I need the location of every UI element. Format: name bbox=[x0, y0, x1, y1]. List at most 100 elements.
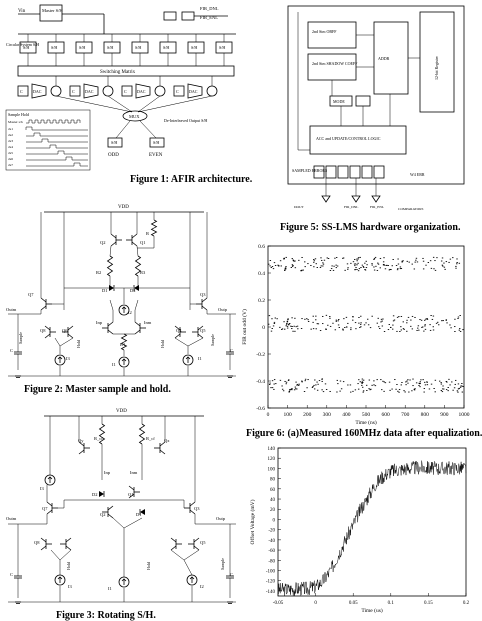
figure-3-schematic: VDD Qy R_cf R_cf Qx Inp Inm D2 Q1 Q2 D1 … bbox=[6, 409, 236, 604]
data-point bbox=[454, 326, 456, 328]
y-tick-label: -0.2 bbox=[256, 352, 265, 358]
clock-label: ck1 bbox=[8, 127, 13, 131]
data-point bbox=[406, 380, 408, 382]
data-point bbox=[462, 386, 464, 387]
data-point bbox=[434, 379, 437, 381]
data-point bbox=[283, 321, 285, 323]
data-point bbox=[402, 321, 404, 323]
x-tick-label: 0 bbox=[267, 412, 270, 418]
mode-label: MODE bbox=[333, 99, 345, 104]
data-point bbox=[409, 379, 411, 381]
multiplier-circle bbox=[102, 85, 114, 97]
data-point bbox=[322, 315, 324, 317]
data-point bbox=[361, 264, 364, 266]
data-point bbox=[332, 269, 335, 271]
data-point bbox=[396, 330, 398, 332]
c-label: C bbox=[176, 89, 179, 94]
x-tick-label: 500 bbox=[362, 412, 371, 418]
x-tick-label: 0.2 bbox=[463, 601, 470, 606]
data-point bbox=[344, 269, 346, 271]
dac-label: DAC bbox=[85, 89, 94, 94]
data-point bbox=[274, 265, 277, 266]
wire bbox=[136, 245, 139, 257]
data-point bbox=[310, 328, 312, 330]
sh-label: S/H bbox=[79, 45, 85, 50]
current-source-i2 bbox=[186, 574, 198, 586]
data-point bbox=[335, 319, 338, 321]
data-point bbox=[329, 325, 332, 327]
y-tick-label: 0 bbox=[262, 325, 265, 331]
data-point bbox=[268, 263, 270, 265]
data-point bbox=[300, 270, 303, 272]
data-point bbox=[373, 258, 376, 259]
data-point bbox=[285, 381, 288, 383]
data-point bbox=[438, 324, 440, 326]
data-point bbox=[284, 270, 286, 271]
plot-frame bbox=[277, 447, 467, 597]
y-tick-label: -80 bbox=[268, 559, 275, 564]
data-point bbox=[354, 265, 356, 267]
data-point bbox=[272, 268, 275, 270]
w4-err-label: W4 ERR bbox=[410, 172, 425, 177]
current-source-top-left bbox=[44, 474, 56, 486]
data-point bbox=[302, 269, 304, 271]
multiplier-circle bbox=[206, 85, 218, 97]
inm-label: Inm bbox=[130, 470, 138, 475]
rcf-label-right: R_cf bbox=[146, 436, 155, 441]
data-point bbox=[358, 322, 360, 324]
hold-label-right: Hold bbox=[146, 562, 151, 570]
data-point bbox=[385, 264, 387, 266]
data-point bbox=[365, 267, 368, 269]
data-point bbox=[269, 260, 272, 261]
data-point bbox=[368, 388, 370, 390]
hold-label-right: Hold bbox=[160, 340, 165, 348]
data-point bbox=[285, 256, 287, 258]
data-point bbox=[312, 386, 314, 387]
data-point bbox=[358, 379, 360, 381]
sh-block-top-2 bbox=[181, 11, 195, 21]
data-point bbox=[320, 259, 323, 261]
data-point bbox=[420, 379, 422, 381]
data-point bbox=[360, 326, 362, 328]
data-point bbox=[289, 389, 291, 391]
data-point bbox=[358, 317, 360, 318]
y-tick-label: 40 bbox=[270, 498, 276, 503]
data-point bbox=[334, 257, 336, 259]
data-point bbox=[291, 265, 294, 267]
data-point bbox=[283, 257, 286, 259]
data-point bbox=[423, 330, 425, 332]
data-point bbox=[307, 319, 309, 321]
c-label: C bbox=[20, 89, 23, 94]
data-point bbox=[357, 388, 360, 390]
x-tick-label: 0.15 bbox=[424, 601, 433, 606]
data-point bbox=[403, 328, 405, 330]
fir-enl-input-label: FIR_ENL bbox=[370, 205, 384, 209]
clock-timing-diagram: Sample Hold Master s/h ck1ck2ck3ck4ck5ck… bbox=[5, 109, 91, 171]
data-point bbox=[462, 329, 464, 331]
block-a-label: 2nd Sim OBFF bbox=[312, 29, 337, 34]
data-point bbox=[271, 380, 274, 382]
data-point bbox=[357, 257, 360, 259]
data-point bbox=[311, 387, 314, 388]
data-point bbox=[411, 328, 414, 330]
data-point bbox=[441, 388, 444, 390]
transistor-q7 bbox=[40, 297, 52, 311]
data-point bbox=[286, 323, 288, 324]
data-point bbox=[411, 315, 414, 317]
data-point bbox=[352, 261, 355, 263]
data-point bbox=[418, 329, 420, 331]
data-point bbox=[445, 261, 448, 263]
data-point bbox=[281, 329, 283, 330]
clock-waveform bbox=[26, 138, 88, 143]
data-point bbox=[354, 269, 356, 271]
data-point bbox=[399, 266, 402, 268]
data-point bbox=[365, 322, 367, 324]
data-point bbox=[337, 383, 339, 385]
data-point bbox=[342, 257, 345, 259]
data-point bbox=[354, 263, 357, 265]
data-point bbox=[454, 318, 456, 320]
wire bbox=[8, 514, 48, 525]
data-point bbox=[441, 264, 444, 266]
q7-label: Q7 bbox=[28, 292, 34, 297]
data-point bbox=[395, 388, 397, 390]
